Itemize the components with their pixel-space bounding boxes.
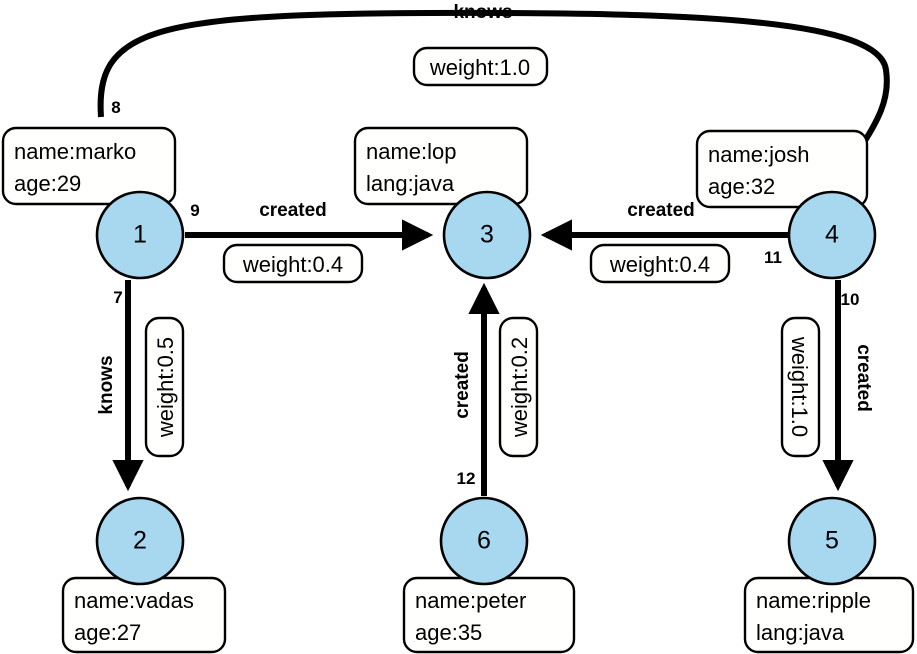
edge-7-id: 7 bbox=[113, 288, 122, 307]
edge-11-id: 11 bbox=[764, 248, 782, 267]
edge-8-weight-box[interactable]: weight:1.0 bbox=[412, 46, 549, 87]
edge-11-created[interactable]: created 11 bbox=[540, 200, 788, 267]
vertex-4-prop-1: age:32 bbox=[708, 174, 775, 199]
edge-10-weight-box[interactable]: weight:1.0 bbox=[780, 316, 821, 458]
vertex-4-prop-rect bbox=[695, 129, 869, 209]
vertex-5-prop-0: name:ripple bbox=[756, 588, 871, 613]
edge-9-weight-rect bbox=[222, 243, 364, 284]
edge-7-weight-rect bbox=[144, 316, 185, 458]
vertex-5-prop-1: lang:java bbox=[756, 620, 845, 645]
edge-12-weight-rect bbox=[498, 316, 539, 458]
vertex-2-prop-box[interactable]: name:vadas age:27 bbox=[61, 576, 227, 654]
edge-12-id: 12 bbox=[457, 469, 476, 488]
vertex-2-prop-0: name:vadas bbox=[74, 588, 194, 613]
edge-9-weight-box[interactable]: weight:0.4 bbox=[222, 243, 364, 284]
edge-10-weight-rect bbox=[780, 316, 821, 458]
vertex-6-prop-1: age:35 bbox=[415, 620, 482, 645]
vertex-6-circle bbox=[439, 496, 529, 586]
vertex-5-label: 5 bbox=[825, 527, 839, 555]
vertex-4-prop-0: name:josh bbox=[708, 142, 810, 167]
vertex-3-circle bbox=[442, 190, 532, 280]
vertex-5-circle bbox=[787, 496, 877, 586]
vertex-1[interactable]: 1 bbox=[95, 190, 185, 280]
vertex-1-prop-rect bbox=[1, 126, 177, 206]
edge-11-weight-box[interactable]: weight:0.4 bbox=[589, 243, 731, 284]
vertex-6-prop-box[interactable]: name:peter age:35 bbox=[402, 576, 576, 654]
edge-8-knows[interactable]: knows 8 bbox=[97, 2, 890, 187]
vertex-4[interactable]: 4 bbox=[787, 190, 877, 280]
vertex-3-prop-box[interactable]: name:lop lang:java bbox=[353, 126, 529, 206]
vertex-2[interactable]: 2 bbox=[95, 496, 185, 586]
edge-12-weight-box[interactable]: weight:0.2 bbox=[498, 316, 539, 458]
edge-10-created[interactable]: created 10 bbox=[822, 280, 874, 492]
edge-12-created[interactable]: created 12 bbox=[452, 282, 500, 496]
vertex-6-prop-0: name:peter bbox=[415, 588, 526, 613]
vertex-1-circle bbox=[95, 190, 185, 280]
edge-12-weight-text: weight:0.2 bbox=[507, 337, 532, 438]
edge-7-weight-box[interactable]: weight:0.5 bbox=[144, 316, 185, 458]
edge-10-name: created bbox=[853, 344, 874, 412]
edge-8-path bbox=[97, 9, 890, 187]
edge-7-name: knows bbox=[96, 355, 117, 414]
vertex-6[interactable]: 6 bbox=[439, 496, 529, 586]
vertex-4-prop-box[interactable]: name:josh age:32 bbox=[695, 129, 869, 209]
vertex-1-prop-1: age:29 bbox=[14, 171, 81, 196]
vertex-6-label: 6 bbox=[477, 527, 491, 555]
vertex-4-circle bbox=[787, 190, 877, 280]
vertex-5[interactable]: 5 bbox=[787, 496, 877, 586]
vertex-1-label: 1 bbox=[133, 221, 147, 249]
vertex-3-prop-0: name:lop bbox=[366, 139, 457, 164]
edge-9-weight-text: weight:0.4 bbox=[242, 252, 343, 277]
edge-9-created[interactable]: created 9 bbox=[185, 200, 434, 251]
vertex-1-prop-0: name:marko bbox=[14, 139, 136, 164]
edge-8-id: 8 bbox=[111, 98, 120, 117]
edge-11-name: created bbox=[627, 200, 695, 221]
vertex-2-prop-1: age:27 bbox=[74, 620, 141, 645]
edge-9-id: 9 bbox=[190, 201, 199, 220]
vertex-3[interactable]: 3 bbox=[442, 190, 532, 280]
edge-11-weight-text: weight:0.4 bbox=[609, 252, 710, 277]
vertex-3-prop-rect bbox=[353, 126, 529, 206]
edge-8-weight-text: weight:1.0 bbox=[429, 55, 530, 80]
edge-10-weight-text: weight:1.0 bbox=[787, 336, 812, 437]
vertex-2-label: 2 bbox=[133, 527, 147, 555]
vertex-4-label: 4 bbox=[825, 221, 839, 249]
vertex-3-prop-1: lang:java bbox=[366, 171, 455, 196]
edge-9-name: created bbox=[259, 200, 327, 221]
edge-8-name: knows bbox=[453, 2, 512, 23]
vertex-1-prop-box[interactable]: name:marko age:29 bbox=[1, 126, 177, 206]
vertex-2-circle bbox=[95, 496, 185, 586]
edge-11-weight-rect bbox=[589, 243, 731, 284]
edge-12-name: created bbox=[452, 351, 473, 419]
vertex-3-label: 3 bbox=[480, 221, 494, 249]
edge-10-id: 10 bbox=[841, 290, 860, 309]
vertex-5-prop-box[interactable]: name:ripple lang:java bbox=[743, 576, 915, 654]
edge-7-weight-text: weight:0.5 bbox=[153, 337, 178, 438]
edge-7-knows[interactable]: knows 7 bbox=[96, 280, 144, 492]
edge-8-weight-rect bbox=[412, 46, 549, 87]
